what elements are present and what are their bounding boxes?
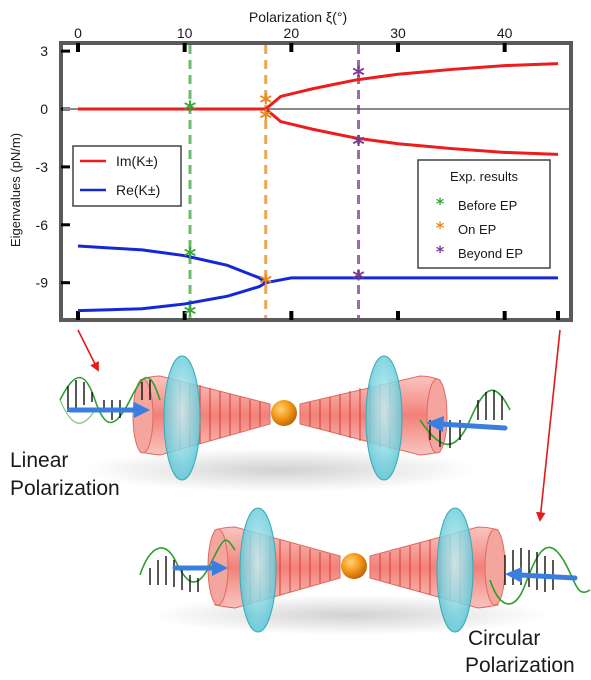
linear-particle bbox=[271, 400, 297, 426]
exp-marker: * bbox=[259, 105, 272, 133]
eigenvalue-curves bbox=[77, 62, 559, 313]
exp-marker: * bbox=[352, 131, 365, 159]
y-tick-label: -6 bbox=[36, 217, 49, 233]
legend-im-label: Im(K±) bbox=[116, 153, 158, 169]
ep-reference-lines bbox=[188, 45, 361, 318]
legend-experiments: Exp. results * Before EP * On EP * Beyon… bbox=[417, 159, 551, 269]
linear-right-lens bbox=[365, 355, 403, 481]
linear-left-wave bbox=[59, 376, 161, 424]
series-curve bbox=[77, 244, 558, 285]
legend-beyond-ep: Beyond EP bbox=[458, 246, 523, 261]
experimental-markers: ********* bbox=[184, 61, 366, 328]
circular-pointer-arrow bbox=[536, 329, 561, 522]
legend-re-label: Re(K±) bbox=[116, 182, 160, 198]
legend-exp-title: Exp. results bbox=[450, 169, 518, 184]
series-curve bbox=[77, 281, 267, 313]
legend-lines: Im(K±) Re(K±) bbox=[72, 145, 182, 207]
exp-marker: * bbox=[259, 89, 272, 117]
plot-frame bbox=[59, 41, 573, 322]
linear-left-lens bbox=[163, 355, 201, 481]
exp-marker: * bbox=[352, 61, 365, 89]
circular-right-wave bbox=[489, 546, 591, 605]
linear-pointer-arrow bbox=[77, 329, 99, 372]
y-tick-label: -9 bbox=[36, 275, 49, 291]
linear-label-line2: Polarization bbox=[10, 477, 120, 500]
circular-left-wave bbox=[139, 539, 236, 592]
circular-left-lens bbox=[239, 507, 277, 633]
legend-on-ep: On EP bbox=[458, 222, 496, 237]
linear-label-line1: Linear bbox=[10, 449, 68, 472]
circular-label-line2: Polarization bbox=[465, 654, 575, 677]
y-tick-label: 3 bbox=[40, 43, 48, 59]
circular-trap-illustration bbox=[139, 507, 591, 635]
series-curve bbox=[78, 62, 559, 111]
linear-right-wave bbox=[419, 389, 511, 448]
svg-text:*: * bbox=[436, 218, 445, 237]
circular-right-lens bbox=[436, 507, 474, 633]
x-tick-label: 40 bbox=[497, 25, 513, 41]
y-tick-label: 0 bbox=[40, 101, 48, 117]
x-tick-label: 0 bbox=[74, 25, 82, 41]
exp-marker: * bbox=[184, 301, 197, 329]
exp-marker: * bbox=[184, 243, 197, 271]
x-tick-label: 30 bbox=[390, 25, 406, 41]
x-axis-title: Polarization ξ(°) bbox=[249, 9, 347, 25]
svg-text:*: * bbox=[436, 194, 445, 213]
circular-label-line1: Circular bbox=[468, 627, 540, 650]
y-tick-label: -3 bbox=[36, 159, 49, 175]
linear-trap-illustration bbox=[59, 355, 511, 492]
circular-particle bbox=[341, 553, 367, 579]
svg-text:*: * bbox=[436, 242, 445, 261]
exp-marker: * bbox=[352, 265, 365, 293]
exp-marker: * bbox=[259, 270, 272, 298]
series-curve bbox=[78, 107, 559, 156]
y-axis-title: Eigenvalues (pN/m) bbox=[8, 133, 23, 247]
legend-before-ep: Before EP bbox=[458, 198, 517, 213]
x-tick-label: 20 bbox=[284, 25, 300, 41]
exp-marker: * bbox=[184, 96, 197, 124]
x-tick-label: 10 bbox=[177, 25, 193, 41]
